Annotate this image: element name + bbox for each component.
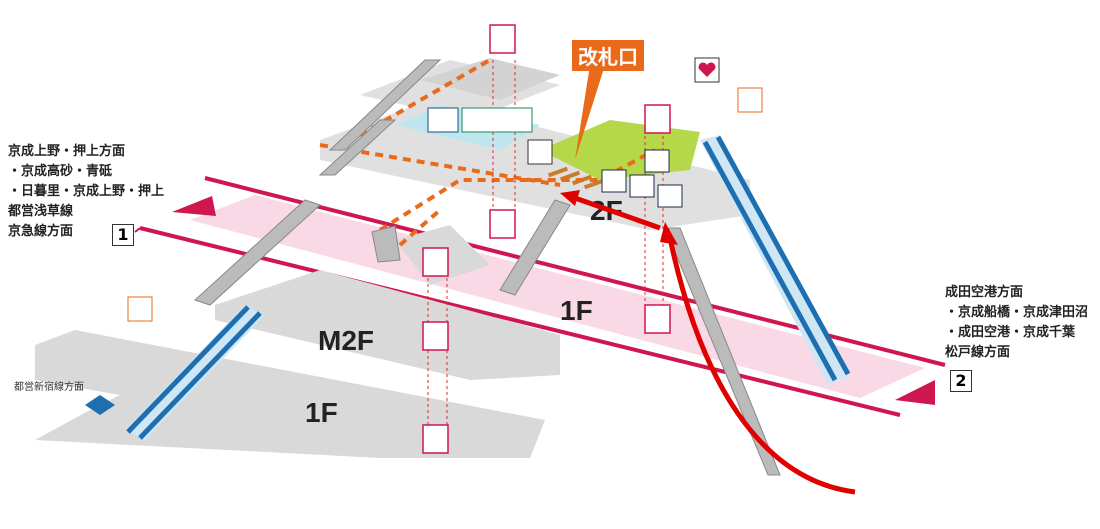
track-line-lower [139,226,901,417]
direction-line: 松戸線方面 [945,345,1011,360]
elevator-route [319,58,656,247]
ticket-machine-icon [657,184,683,208]
direction-line: ・成田空港・京成千葉 [945,325,1076,340]
facility-icons [127,57,763,322]
platform-2-number: 2 [950,370,972,392]
direction-line: ・京成高砂・青砥 [8,164,113,179]
escalator-right [700,135,851,385]
commuter-pass-icon [629,174,655,198]
platform-2-directions: 成田空港方面 ・京成船橋・京成津田沼 ・成田空港・京成千葉 松戸線方面 [945,283,1097,363]
elevator-icons [422,24,671,454]
ticket-office-icon [644,149,670,173]
station-staff-icon [601,169,627,193]
escalator-icon-left [127,296,153,322]
floor-label-m2f: M2F [318,325,374,356]
escalator-icon [737,87,763,113]
floor-m2f [215,270,560,380]
coin-locker-icon [527,139,553,165]
accessible-facilities-icon [461,107,533,133]
route-arrow [574,195,856,495]
upper-landing-top [420,58,560,100]
floor-1f-lower [35,330,545,458]
platform-1-directions: 京成上野・押上方面 ・京成高砂・青砥 ・日暮里・京成上野・押上 都営浅草線 京急… [8,142,164,242]
platform-1-number: 1 [112,224,134,246]
floor-label-1f-platform: 1F [560,295,593,326]
escalator-left [125,305,265,440]
heart-icon [698,62,716,77]
direction-arrow-right [895,380,935,405]
ticket-gate-label: 改札口 [572,40,644,71]
direction-line: 成田空港方面 [945,285,1024,300]
escalator-shinjuku [85,395,115,415]
platform-1-pointer [134,227,141,233]
shinjuku-line-label: 都営新宿線方面 [14,382,84,393]
route-arrowhead-left [560,190,580,206]
route-arrowhead-up [660,222,678,245]
direction-line: 京急線方面 [8,224,74,239]
direction-line: 都営浅草線 [8,204,74,219]
stairs [194,59,781,476]
direction-arrow-left [172,196,216,216]
direction-line: ・京成船橋・京成津田沼 [945,305,1089,320]
direction-line: 京成上野・押上方面 [8,144,126,159]
direction-line: ・日暮里・京成上野・押上 [8,184,165,199]
platform-area [190,195,925,398]
toilet-icon [427,107,459,133]
floor-label-1f-lower: 1F [305,397,338,428]
gate-callout-pointer [575,65,605,160]
